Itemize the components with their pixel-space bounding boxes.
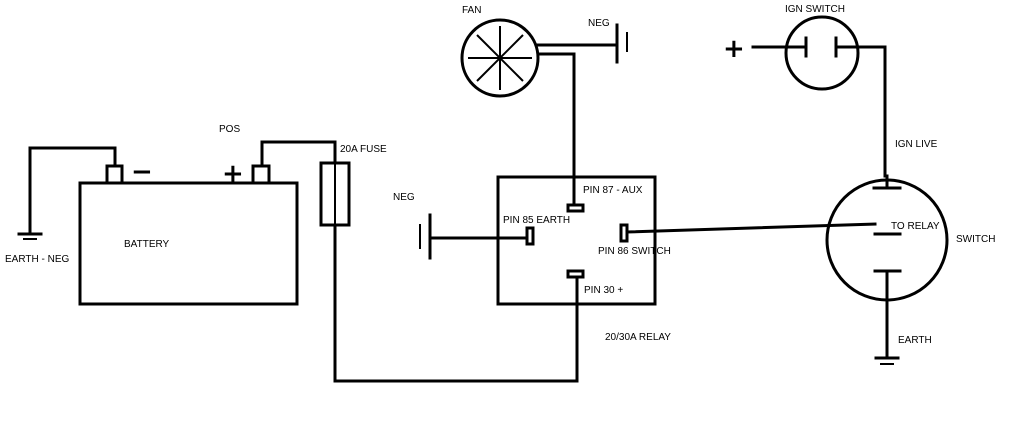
- fan-neg-label: NEG: [588, 18, 610, 29]
- battery-negative-terminal: [105, 164, 124, 185]
- earth-neg-wire: [17, 146, 117, 240]
- to-relay-label: TO RELAY: [891, 221, 940, 232]
- pin85-label: PIN 85 EARTH: [503, 215, 570, 226]
- fan-to-pin87-wire: [536, 52, 576, 207]
- fan-circle: [460, 18, 540, 98]
- relay-body: [496, 175, 657, 306]
- switch-earth-label: EARTH: [898, 335, 932, 346]
- pos-wire: [260, 140, 337, 168]
- relay-label: 20/30A RELAY: [605, 332, 671, 343]
- switch: [825, 174, 949, 302]
- fuse: [319, 161, 351, 227]
- fan-blades: [468, 26, 532, 90]
- battery-label: BATTERY: [124, 239, 170, 250]
- relay-neg-ground: [419, 213, 529, 260]
- ign-switch-label: IGN SWITCH: [785, 4, 845, 15]
- fan: [460, 18, 540, 98]
- fan-label: FAN: [462, 5, 481, 16]
- fuse-label: 20A FUSE: [340, 144, 387, 155]
- fuse-to-pin30-wire: [333, 223, 579, 383]
- ign-plus-sign: +: [723, 34, 745, 64]
- switch-to-pin86-wire: [625, 222, 877, 234]
- battery-plus-sign: +: [222, 159, 244, 189]
- relay-neg-label: NEG: [393, 192, 415, 203]
- earth-neg-label: EARTH - NEG: [5, 254, 69, 265]
- relay: PIN 87 - AUX PIN 85 EARTH PIN 86 SWITCH …: [496, 175, 671, 306]
- pin85-terminal: [525, 226, 535, 246]
- battery-positive-terminal: [251, 164, 271, 185]
- pin86-label: PIN 86 SWITCH: [598, 246, 671, 257]
- ign-switch-circle: [784, 15, 860, 91]
- battery-body: [78, 181, 299, 306]
- ign-switch: [751, 15, 870, 91]
- ign-live-label: IGN LIVE: [895, 139, 938, 150]
- pos-label: POS: [219, 124, 240, 135]
- pin30-label: PIN 30 +: [584, 285, 623, 296]
- battery-minus-sign: −: [131, 157, 153, 187]
- battery: BATTERY − +: [78, 157, 299, 306]
- switch-earth-ground: [874, 298, 900, 365]
- fan-neg-ground: [536, 23, 628, 64]
- pin87-label: PIN 87 - AUX: [583, 185, 643, 196]
- switch-label: SWITCH: [956, 234, 995, 245]
